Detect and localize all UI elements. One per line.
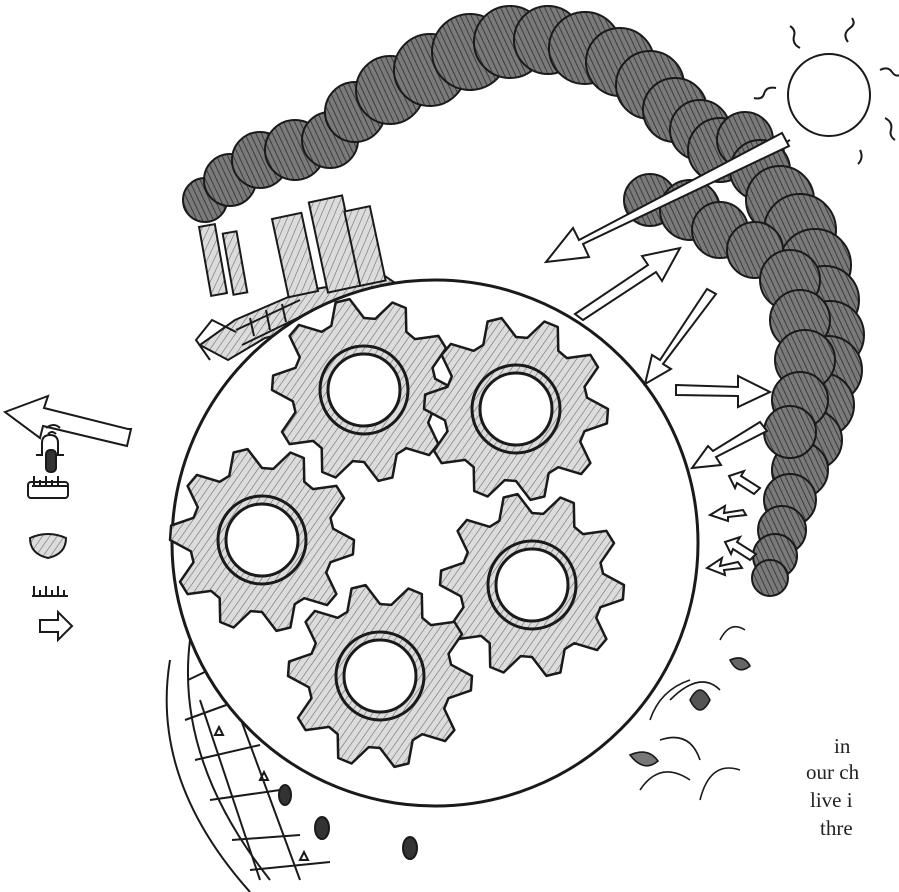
smoke-puff bbox=[764, 406, 816, 458]
reflected-arrow bbox=[575, 248, 680, 320]
outgoing-heat-arrow bbox=[5, 396, 131, 446]
down-arrow-2 bbox=[692, 422, 767, 468]
text-fragment-2: our ch bbox=[806, 762, 859, 783]
small-arrow-icon bbox=[40, 612, 72, 640]
down-arrow-1 bbox=[645, 289, 716, 384]
temperature-indicators bbox=[5, 396, 131, 640]
text-fragment-1: in bbox=[834, 736, 850, 757]
right-arrow bbox=[676, 376, 770, 407]
raindrop-icon bbox=[30, 534, 66, 558]
text-fragment-4: thre bbox=[820, 818, 853, 839]
text-fragment-3: live i bbox=[810, 790, 853, 811]
smoke-puff bbox=[752, 560, 788, 596]
